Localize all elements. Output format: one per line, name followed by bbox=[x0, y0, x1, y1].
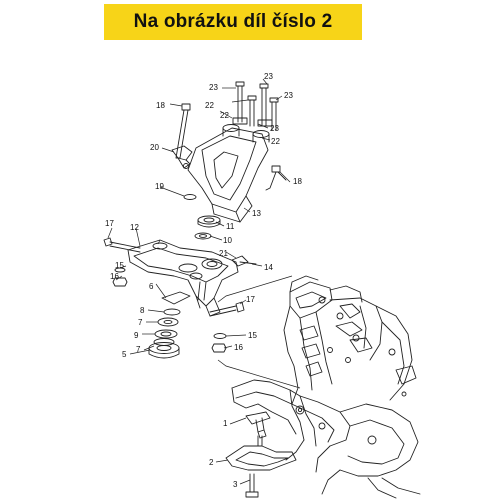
callout-23: 23 bbox=[270, 124, 279, 133]
washer-19 bbox=[183, 194, 197, 200]
callout-5: 5 bbox=[122, 350, 127, 359]
handlebar-holder bbox=[187, 124, 270, 223]
bearing-stack bbox=[148, 291, 191, 359]
leader-lines bbox=[107, 78, 301, 485]
callout-8: 8 bbox=[140, 306, 145, 315]
callout-7: 7 bbox=[138, 318, 143, 327]
steering-nut bbox=[197, 215, 221, 228]
callout-9: 9 bbox=[134, 331, 139, 340]
callout-23: 23 bbox=[284, 91, 293, 100]
banner-title: Na obrázku díl číslo 2 bbox=[133, 11, 333, 32]
callout-3: 3 bbox=[233, 480, 238, 489]
nut-16-right bbox=[211, 343, 227, 353]
under-bracket bbox=[127, 239, 239, 317]
part-number-banner: Na obrázku díl číslo 2 bbox=[104, 4, 362, 40]
upper-bolts bbox=[232, 81, 279, 131]
callout-23: 23 bbox=[264, 72, 273, 81]
callout-17: 17 bbox=[105, 219, 114, 228]
callout-17: 17 bbox=[246, 295, 255, 304]
part-2-plate bbox=[225, 445, 297, 471]
cable-guide bbox=[171, 145, 193, 169]
callout-21: 21 bbox=[219, 249, 228, 258]
part-3-bolt bbox=[245, 473, 259, 498]
callout-16: 16 bbox=[110, 272, 119, 281]
callout-20: 20 bbox=[150, 143, 159, 152]
callout-10: 10 bbox=[223, 236, 232, 245]
callout-22: 22 bbox=[271, 137, 280, 146]
callout-1: 1 bbox=[223, 419, 228, 428]
callout-23: 23 bbox=[209, 83, 218, 92]
callout-12: 12 bbox=[130, 223, 139, 232]
frame-head bbox=[283, 275, 417, 405]
washer-15-right bbox=[213, 333, 227, 339]
callout-13: 13 bbox=[252, 209, 261, 218]
callout-18: 18 bbox=[156, 101, 165, 110]
part-1-pin bbox=[245, 411, 271, 439]
callout-7: 7 bbox=[136, 345, 141, 354]
callout-15: 15 bbox=[115, 261, 124, 270]
bolt-18-left bbox=[175, 103, 191, 159]
bolt-18-right bbox=[265, 165, 287, 191]
bolt-17-right bbox=[209, 301, 245, 317]
callout-14: 14 bbox=[264, 263, 273, 272]
callout-22: 22 bbox=[205, 101, 214, 110]
callout-18: 18 bbox=[293, 177, 302, 186]
washer-10 bbox=[194, 232, 212, 240]
bolt-17-left bbox=[103, 237, 141, 253]
callout-labels: 23 23 23 23 22 22 22 18 18 20 19 13 11 1… bbox=[105, 72, 302, 489]
callout-19: 19 bbox=[155, 182, 164, 191]
callout-22: 22 bbox=[220, 111, 229, 120]
part-4-bolt bbox=[257, 435, 263, 447]
callout-11: 11 bbox=[226, 222, 235, 231]
frame-crossmember bbox=[231, 379, 421, 499]
nut-16-left bbox=[112, 277, 128, 287]
callout-2: 2 bbox=[209, 458, 214, 467]
clamp-21 bbox=[231, 255, 257, 267]
callout-16: 16 bbox=[234, 343, 243, 352]
callout-15: 15 bbox=[248, 331, 257, 340]
callout-6: 6 bbox=[149, 282, 154, 291]
